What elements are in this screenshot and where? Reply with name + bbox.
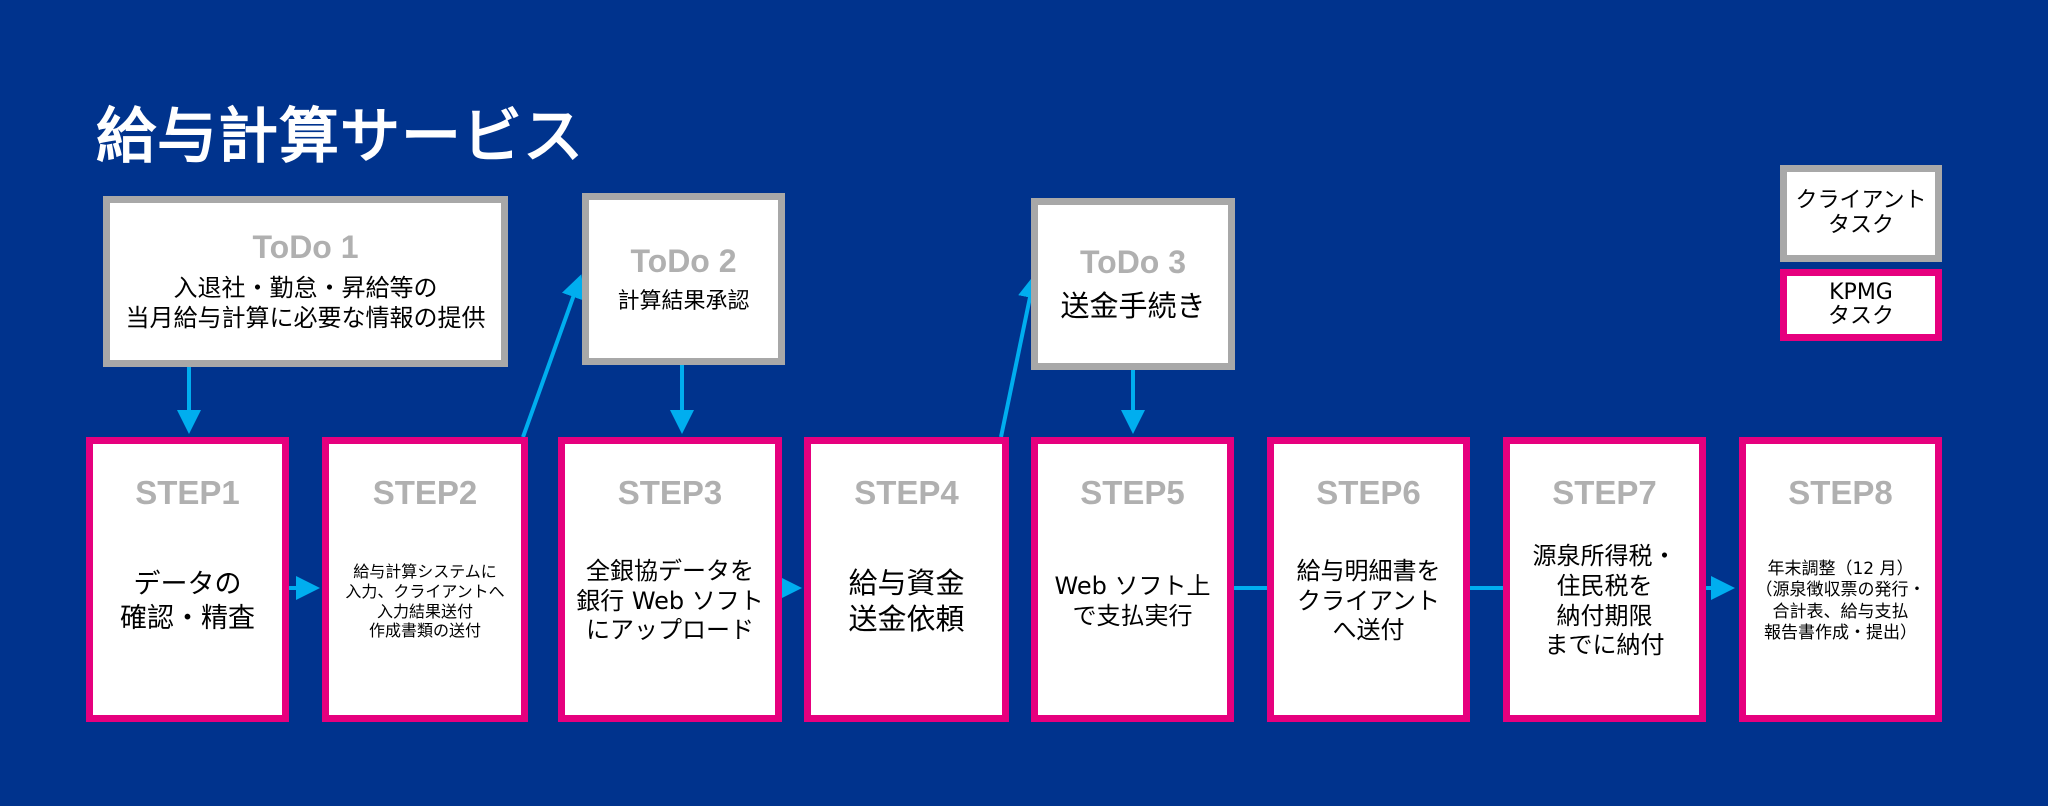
page-title: 給与計算サービス: [96, 102, 584, 172]
step-3-box: STEP3 全銀協データを 銀行 Web ソフト にアップロード: [558, 437, 782, 722]
todo-2-heading: ToDo 2: [630, 242, 737, 279]
step-6-heading: STEP6: [1316, 474, 1421, 511]
todo-3-heading: ToDo 3: [1079, 243, 1187, 280]
step-5-box: STEP5 Web ソフト上 で支払実行: [1031, 437, 1234, 722]
step-7-text: 源泉所得税・ 住民税を 納付期限 までに納付: [1532, 542, 1677, 660]
step-8-box: STEP8 年末調整（12 月） （源泉徴収票の発行・ 合計表、給与支払 報告書…: [1739, 437, 1942, 722]
todo-3-text: 送金手続き: [1060, 288, 1206, 323]
step-2-box: STEP2 給与計算システムに 入力、クライアントへ 入力結果送付 作成書類の送…: [322, 437, 528, 722]
todo-1-box: ToDo 1 入退社・勤怠・昇給等の 当月給与計算に必要な情報の提供: [103, 196, 508, 367]
todo-3-box: ToDo 3 送金手続き: [1031, 198, 1235, 370]
step-3-heading: STEP3: [617, 474, 723, 511]
step-1-box: STEP1 データの 確認・精査: [86, 437, 289, 722]
step-7-heading: STEP7: [1552, 474, 1657, 511]
todo-2-box: ToDo 2 計算結果承認: [582, 193, 785, 365]
todo-1-heading: ToDo 1: [252, 229, 359, 266]
step-4-text: 給与資金 送金依頼: [848, 565, 965, 636]
step-8-heading: STEP8: [1788, 474, 1893, 511]
arrow-step2-to-todo2: [521, 274, 585, 438]
todo-2-text: 計算結果承認: [617, 288, 750, 314]
step-6-text: 給与明細書を クライアント へ送付: [1296, 556, 1441, 645]
step-5-text: Web ソフト上 で支払実行: [1054, 571, 1211, 630]
step-6-box: STEP6 給与明細書を クライアント へ送付: [1267, 437, 1470, 722]
step-3-text: 全銀協データを 銀行 Web ソフト にアップロード: [576, 556, 764, 645]
step-2-text: 給与計算システムに 入力、クライアントへ 入力結果送付 作成書類の送付: [345, 561, 505, 641]
legend-kpmg-task: KPMG タスク: [1780, 269, 1942, 341]
step-1-text: データの 確認・精査: [120, 569, 255, 634]
arrow-step4-to-todo3: [999, 274, 1042, 438]
legend-client-task: クライアント タスク: [1780, 165, 1942, 262]
step-2-heading: STEP2: [372, 474, 478, 511]
step-4-box: STEP4 給与資金 送金依頼: [804, 437, 1009, 722]
step-4-heading: STEP4: [854, 474, 959, 511]
todo-1-text: 入退社・勤怠・昇給等の 当月給与計算に必要な情報の提供: [125, 274, 486, 332]
step-5-heading: STEP5: [1080, 474, 1185, 511]
step-8-text: 年末調整（12 月） （源泉徴収票の発行・ 合計表、給与支払 報告書作成・提出）: [1755, 559, 1926, 643]
step-7-box: STEP7 源泉所得税・ 住民税を 納付期限 までに納付: [1503, 437, 1706, 722]
step-1-heading: STEP1: [135, 474, 240, 511]
